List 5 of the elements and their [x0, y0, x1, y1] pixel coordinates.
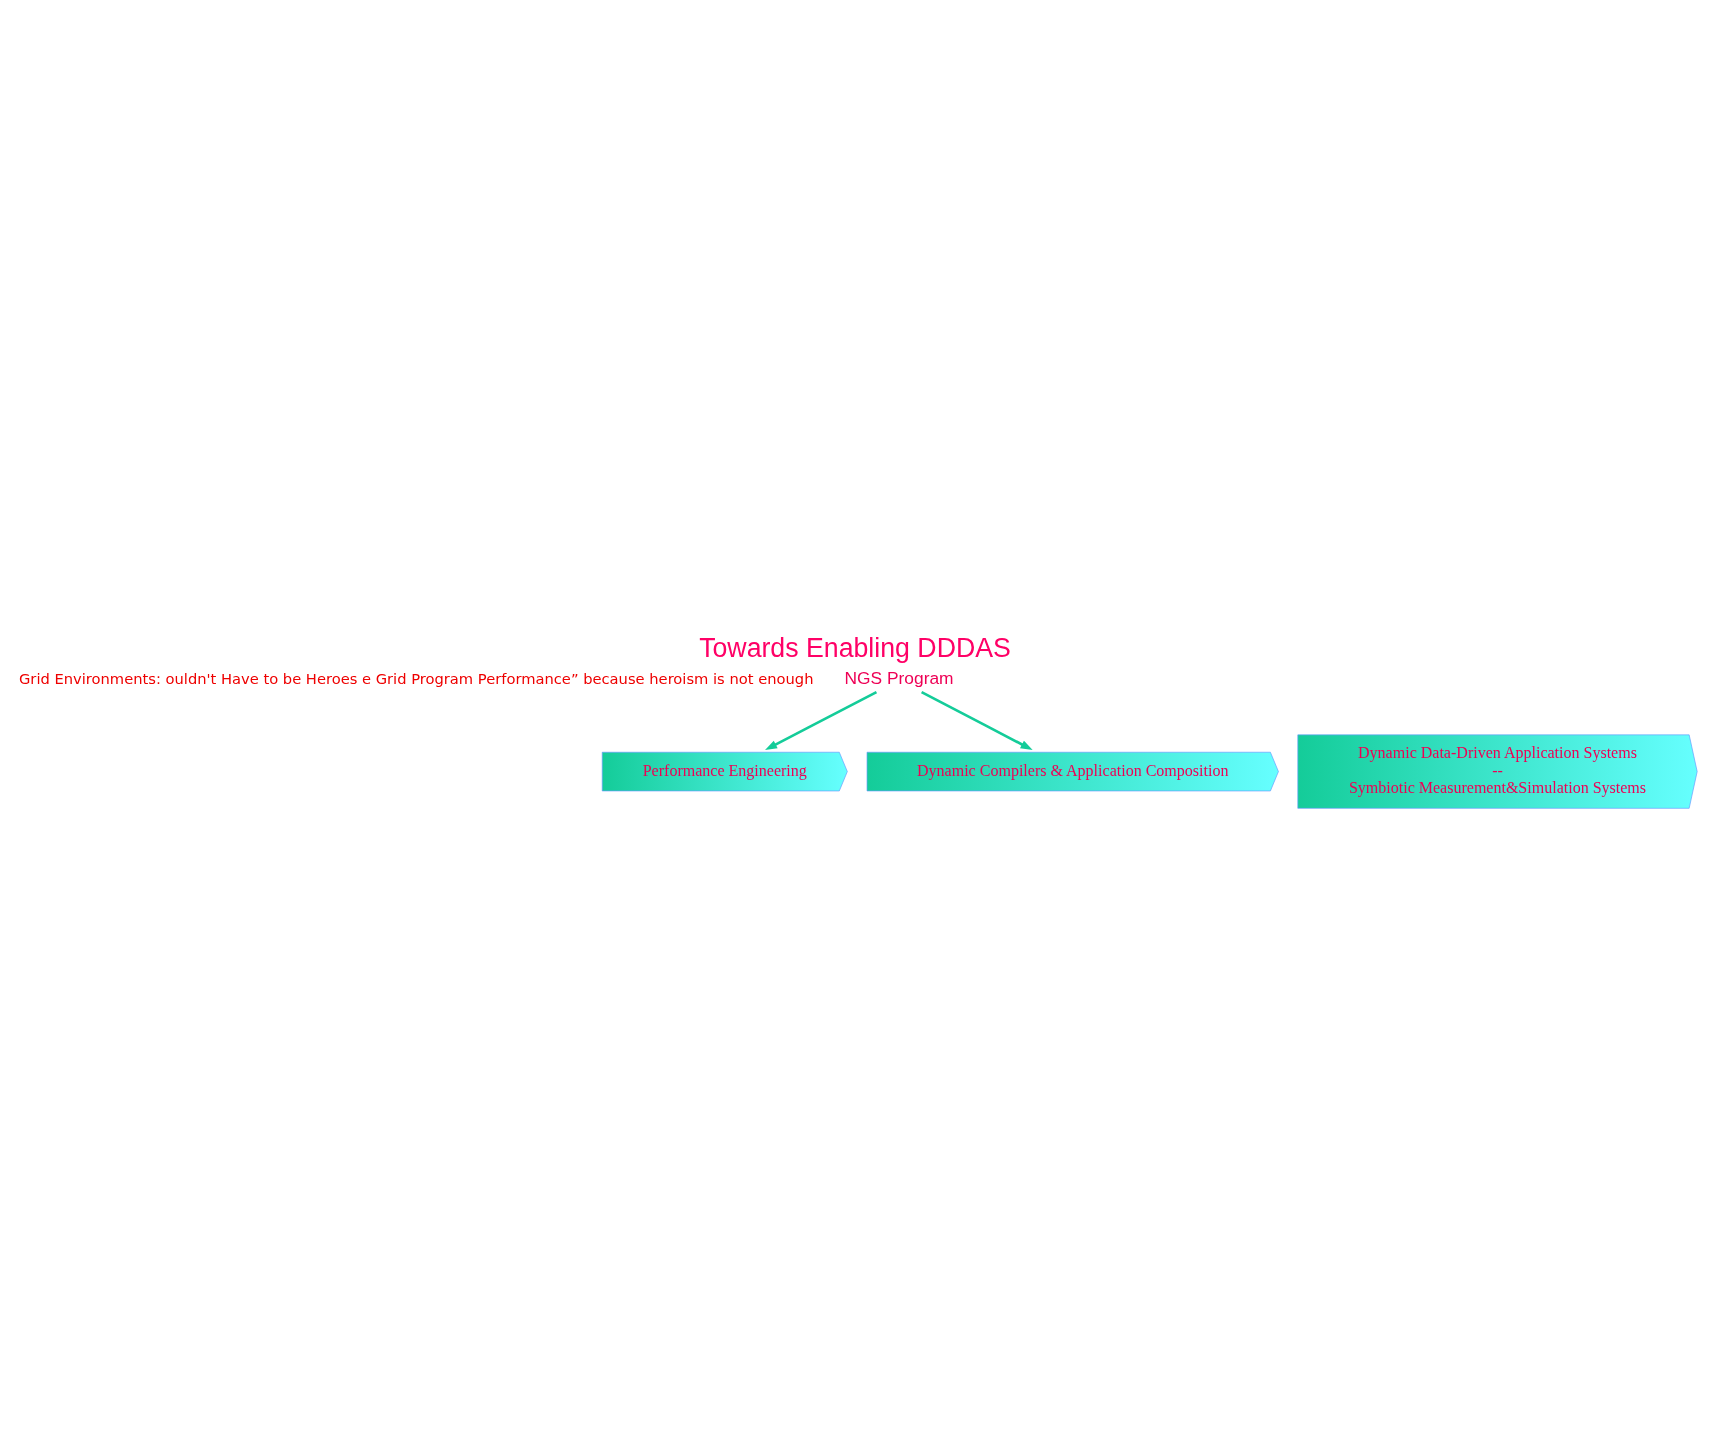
diagram-title: Towards Enabling DDDAS [699, 632, 1011, 663]
arrow [921, 691, 1033, 751]
arrow [765, 691, 878, 751]
node-text: NGS Program [844, 667, 954, 688]
label: Grid Environments: ouldn't Have to be Heroes e Grid Program Performance” because heroism is not enough [18, 669, 814, 687]
